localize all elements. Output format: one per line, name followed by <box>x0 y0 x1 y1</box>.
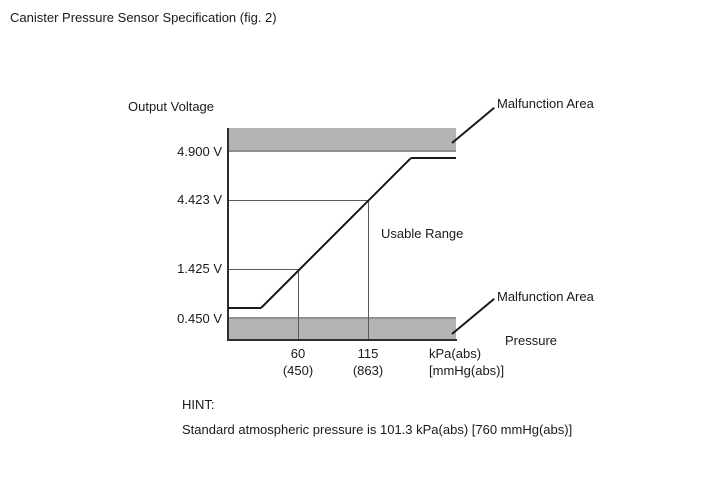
malfunction-area-label-top: Malfunction Area <box>497 96 594 111</box>
hint-heading: HINT: <box>182 397 215 412</box>
refline-115kpa <box>368 200 369 339</box>
x-axis-units: kPa(abs) [mmHg(abs)] <box>429 345 504 379</box>
sensor-curve-flat-low <box>228 307 261 309</box>
y-tick-4423v: 4.423 V <box>177 192 222 207</box>
leader-line-malfunction-top <box>451 107 495 144</box>
y-axis-title: Output Voltage <box>128 99 215 114</box>
x-tick-115-kpa: 115 <box>357 346 379 361</box>
x-tick-115: 115 (863) <box>345 345 391 379</box>
x-axis-unit-mmhg: [mmHg(abs)] <box>429 363 505 378</box>
x-tick-60-mmhg: (450) <box>282 363 314 378</box>
sensor-curve-flat-high <box>411 157 456 159</box>
y-axis-line <box>227 128 229 341</box>
malfunction-area-label-bottom: Malfunction Area <box>497 289 594 304</box>
y-tick-0450v: 0.450 V <box>177 311 222 326</box>
page-title: Canister Pressure Sensor Specification (… <box>10 10 277 25</box>
x-tick-115-mmhg: (863) <box>352 363 384 378</box>
malfunction-band-top <box>229 128 456 152</box>
x-axis-title: Pressure <box>505 333 558 348</box>
x-axis-unit-kpa: kPa(abs) <box>429 346 482 361</box>
y-tick-1425v: 1.425 V <box>177 261 222 276</box>
refline-60kpa <box>298 269 299 339</box>
malfunction-band-bottom <box>229 317 456 339</box>
x-tick-60-kpa: 60 <box>290 346 306 361</box>
hint-body: Standard atmospheric pressure is 101.3 k… <box>182 422 573 437</box>
usable-range-label: Usable Range <box>381 226 464 241</box>
x-axis-line <box>227 339 457 341</box>
refline-4423v <box>229 200 368 201</box>
x-tick-60: 60 (450) <box>275 345 321 379</box>
leader-line-malfunction-bottom <box>451 298 495 335</box>
refline-1425v <box>229 269 299 270</box>
y-tick-4900v: 4.900 V <box>177 144 222 159</box>
